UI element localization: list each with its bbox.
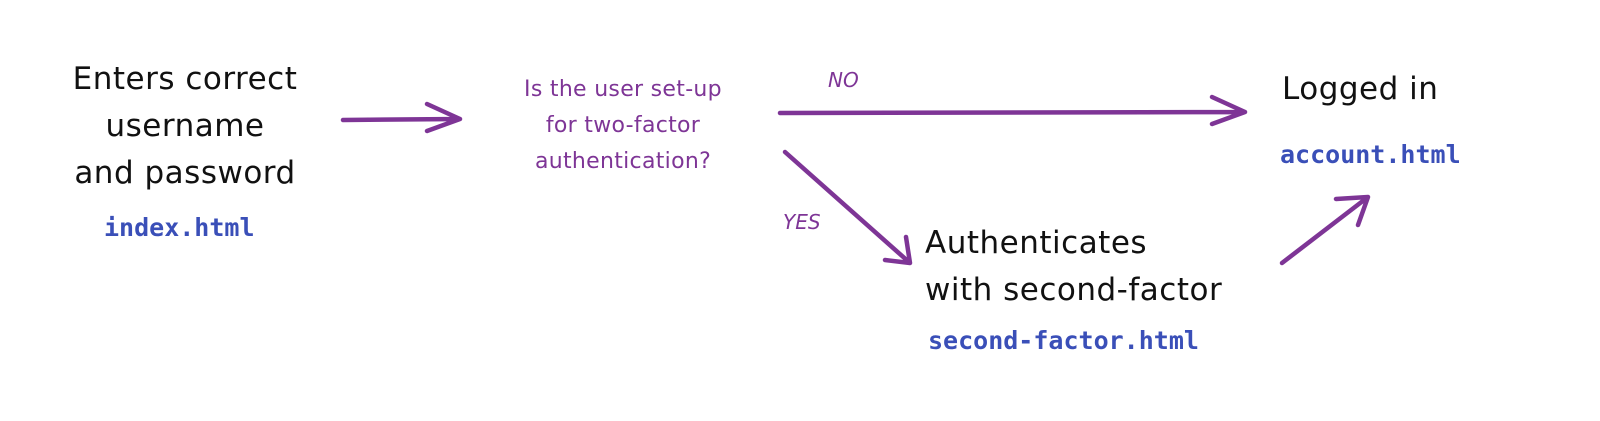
second-factor-file: second-factor.html [928, 326, 1199, 355]
yes-edge-label: YES [783, 210, 821, 234]
logged-in-line-1: Logged in [1282, 71, 1439, 107]
second-factor-line-1: Authenticates [925, 225, 1148, 261]
arrow-question-to-second-factor [782, 149, 913, 266]
login-step-line-3: and password [74, 155, 296, 191]
second-factor-line-2: with second-factor [925, 272, 1223, 308]
question-line-1: Is the user set-up [524, 77, 722, 102]
logged-in-label: Logged in [1282, 66, 1472, 113]
second-factor-label: Authenticates with second-factor [925, 220, 1270, 314]
arrow-second-factor-to-logged-in [1279, 194, 1371, 266]
no-edge-label: NO [828, 68, 859, 92]
arrow-login-to-question [340, 101, 463, 134]
arrow-question-to-logged-in [777, 94, 1248, 127]
logged-in-file: account.html [1280, 140, 1461, 169]
login-step-label: Enters correct username and password [40, 56, 330, 197]
question-line-3: authentication? [534, 149, 712, 174]
login-step-line-1: Enters correct [72, 61, 298, 97]
question-line-2: for two-factor [545, 113, 701, 138]
two-factor-question: Is the user set-up for two-factor authen… [478, 72, 768, 180]
login-step-line-2: username [105, 108, 265, 144]
login-step-file: index.html [104, 213, 255, 242]
